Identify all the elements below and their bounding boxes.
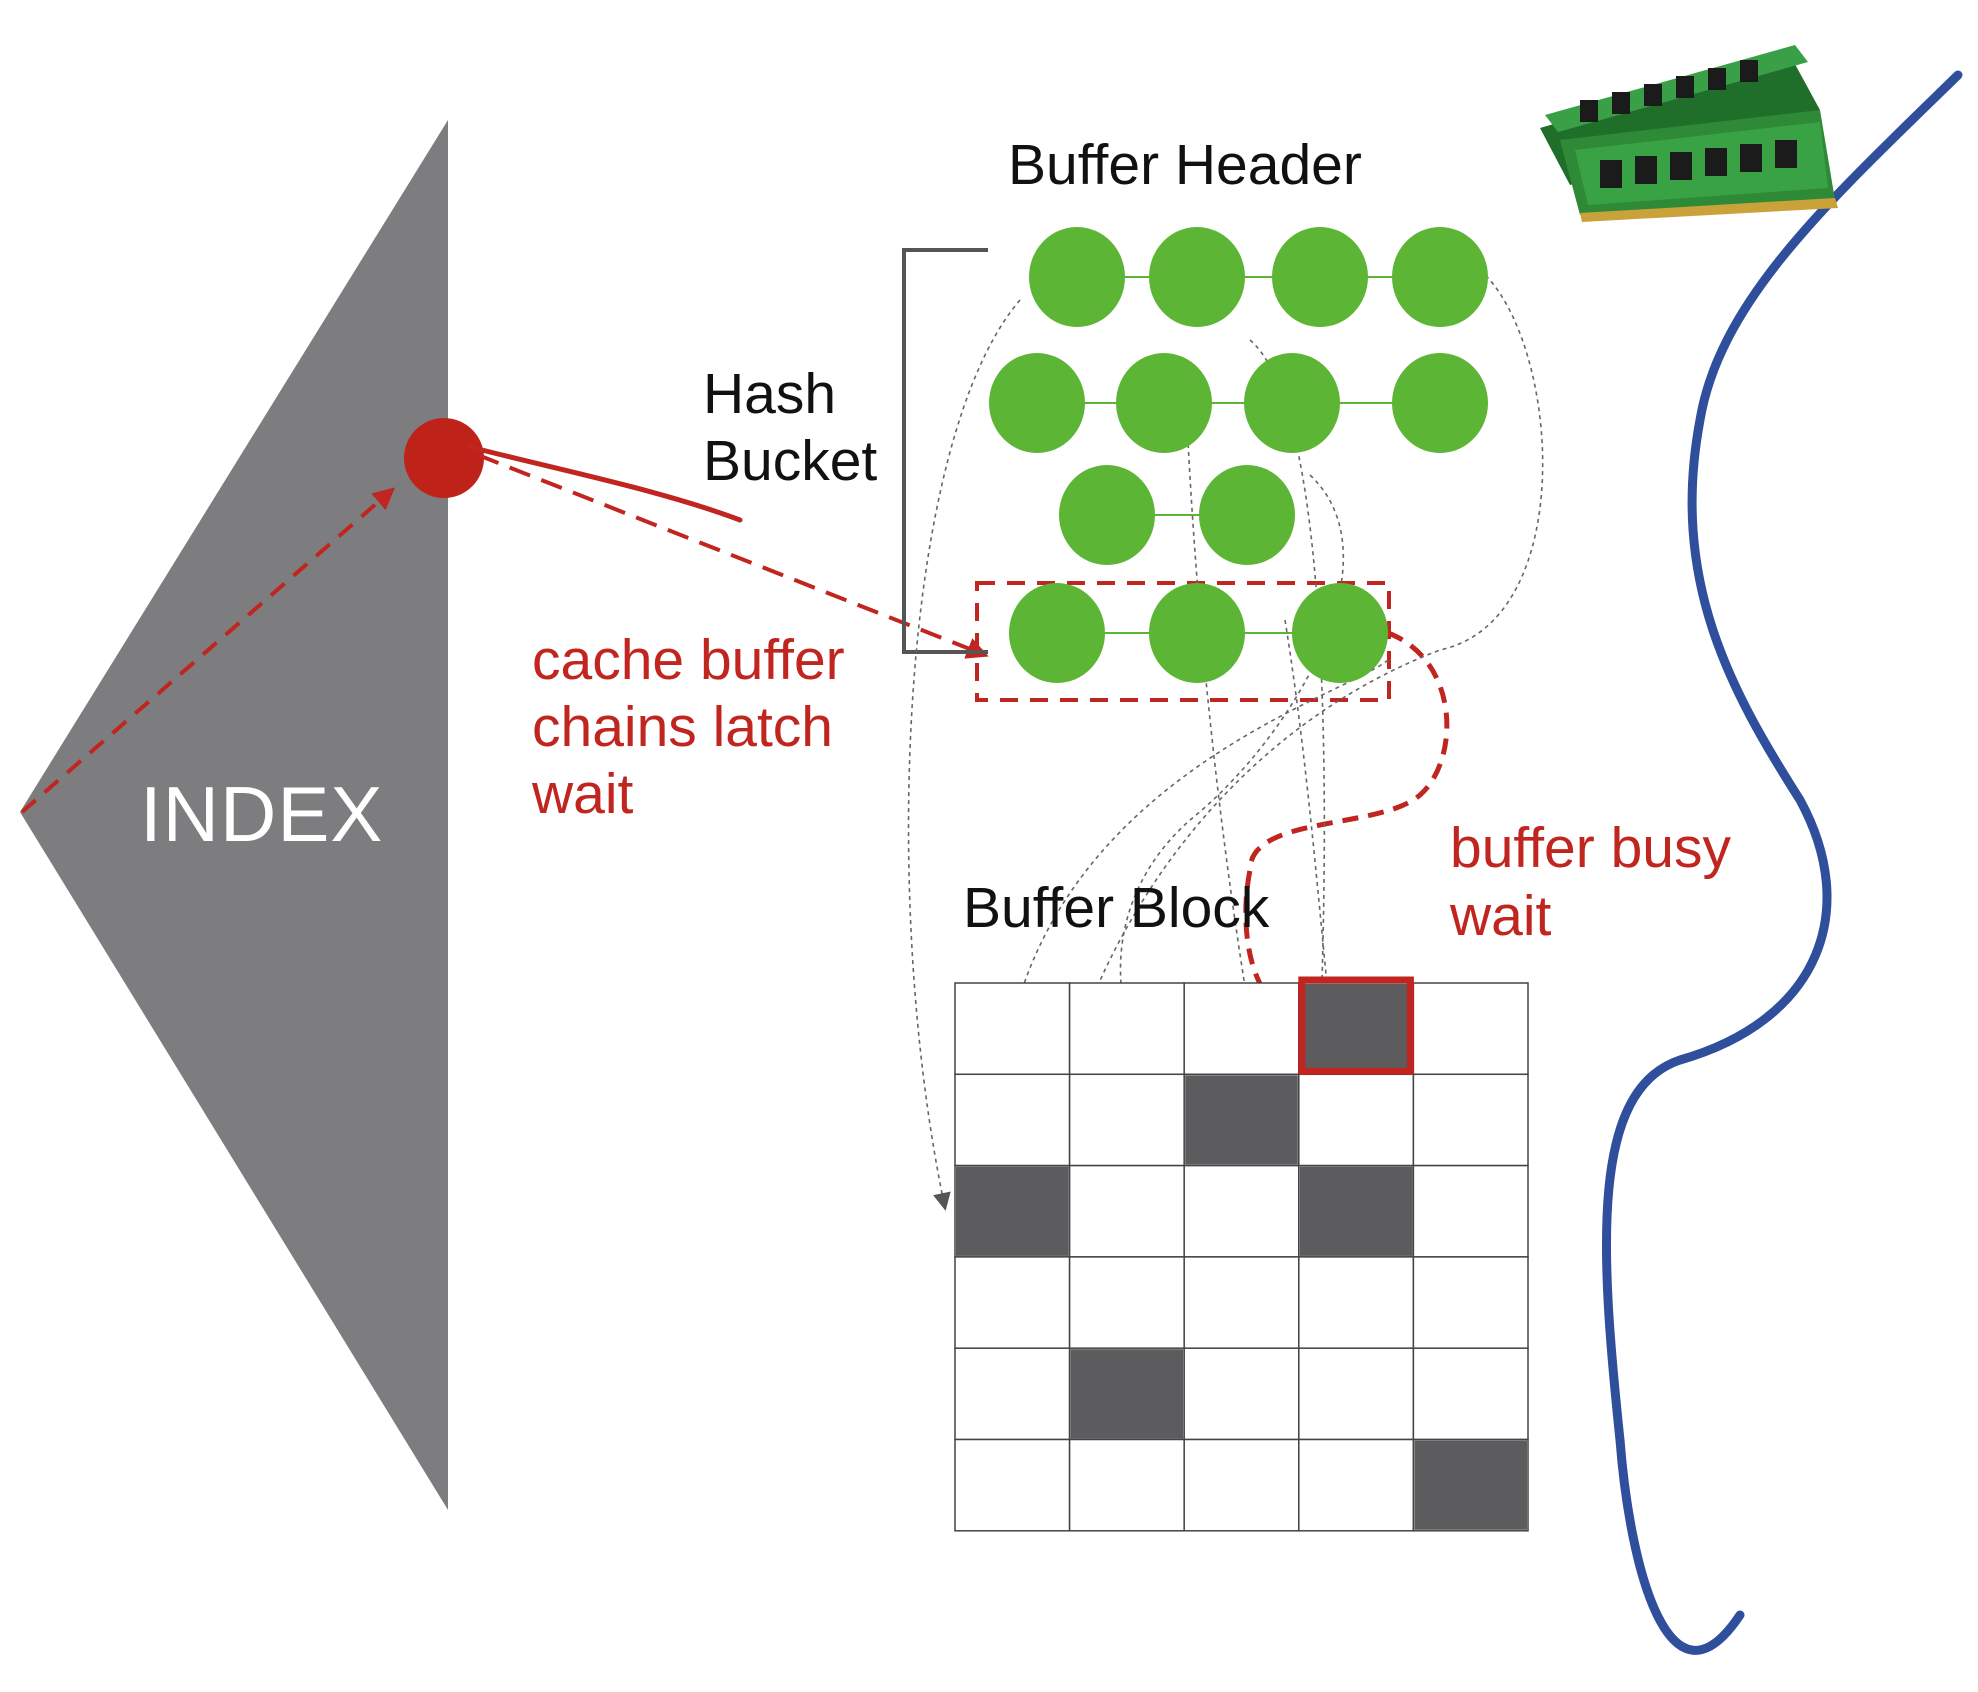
- busy-wait-arrow: [1243, 630, 1450, 1024]
- buffer-header-label: Buffer Header: [1008, 133, 1362, 197]
- index-search-arrow: [20, 487, 396, 814]
- buffer-block-grid: [954, 976, 1529, 1532]
- river-line: [1601, 70, 1963, 1655]
- hash-bucket-label-line2: Bucket: [703, 429, 878, 493]
- buffer-block-cell: [1412, 1347, 1529, 1441]
- buffer-header-node: [1292, 583, 1388, 683]
- buffer-block-cell: [954, 1256, 1071, 1349]
- buffer-header-node: [1244, 353, 1340, 453]
- cached-block: [1414, 1440, 1527, 1530]
- buffer-header-node: [1392, 227, 1488, 327]
- index-triangle: [20, 120, 448, 1510]
- cached-block: [956, 1166, 1069, 1256]
- buffer-block-cell: [1412, 1073, 1529, 1167]
- buffer-block-cell: [1183, 1164, 1300, 1258]
- buffer-block-cell: [1298, 1347, 1415, 1441]
- buffer-header-node: [1392, 353, 1488, 453]
- latch-wait-label-line2: chains latch: [532, 695, 834, 759]
- buffer-header-node: [1009, 583, 1105, 683]
- cached-block: [1070, 1349, 1184, 1439]
- latch-wait-arrow: [477, 453, 989, 659]
- cached-block: [1185, 1075, 1298, 1165]
- buffer-block-cell: [1183, 982, 1300, 1076]
- busy-wait-label-line2: wait: [1450, 884, 1552, 948]
- buffer-block-cell: [954, 1073, 1071, 1167]
- buffer-block-cell: [954, 1438, 1071, 1532]
- buffer-block-cell: [1068, 1256, 1185, 1349]
- latch-wait-label-line3: wait: [532, 762, 634, 826]
- buffer-block-label: Buffer Block: [963, 876, 1270, 940]
- cached-block: [1299, 984, 1413, 1074]
- buffer-block-cell: [1298, 1256, 1415, 1349]
- buffer-block-cell: [1068, 982, 1185, 1076]
- hash-chains: [989, 227, 1488, 683]
- buffer-block-cell: [1183, 1347, 1300, 1441]
- hash-bucket-label-line1: Hash: [703, 362, 837, 426]
- buffer-header-node: [1029, 227, 1125, 327]
- cached-block: [1299, 1166, 1413, 1256]
- buffer-block-cell: [1068, 1438, 1185, 1532]
- index-point: [404, 418, 484, 498]
- buffer-block-cell: [1412, 1256, 1529, 1349]
- busy-block-highlight: [1298, 976, 1414, 1075]
- buffer-header-node: [989, 353, 1085, 453]
- buffer-header-node: [1116, 353, 1212, 453]
- index-label: INDEX: [140, 770, 384, 858]
- buffer-block-cell: [1068, 1164, 1185, 1258]
- buffer-header-node: [1149, 583, 1245, 683]
- buffer-block-cell: [1068, 1073, 1185, 1167]
- buffer-block-cell: [1183, 1256, 1300, 1349]
- buffer-block-cell: [1298, 1438, 1415, 1532]
- latched-chain-box: [975, 581, 1391, 702]
- buffer-block-cell: [954, 1347, 1071, 1441]
- hand-drawn-stroke: [467, 444, 743, 523]
- buffer-header-node: [1149, 227, 1245, 327]
- ram-stick-icon: [1540, 45, 1838, 222]
- buffer-block-cell: [1412, 1164, 1529, 1258]
- buffer-header-node: [1199, 465, 1295, 565]
- buffer-header-node: [1272, 227, 1368, 327]
- busy-wait-label-line1: buffer busy: [1450, 816, 1731, 880]
- buffer-header-node: [1059, 465, 1155, 565]
- latch-wait-label-line1: cache buffer: [532, 628, 845, 692]
- buffer-block-cell: [1183, 1438, 1300, 1532]
- buffer-block-cell: [1298, 1073, 1415, 1167]
- buffer-block-cell: [954, 982, 1071, 1076]
- buffer-block-cell: [1412, 982, 1529, 1076]
- hash-bucket-bracket: [902, 248, 988, 654]
